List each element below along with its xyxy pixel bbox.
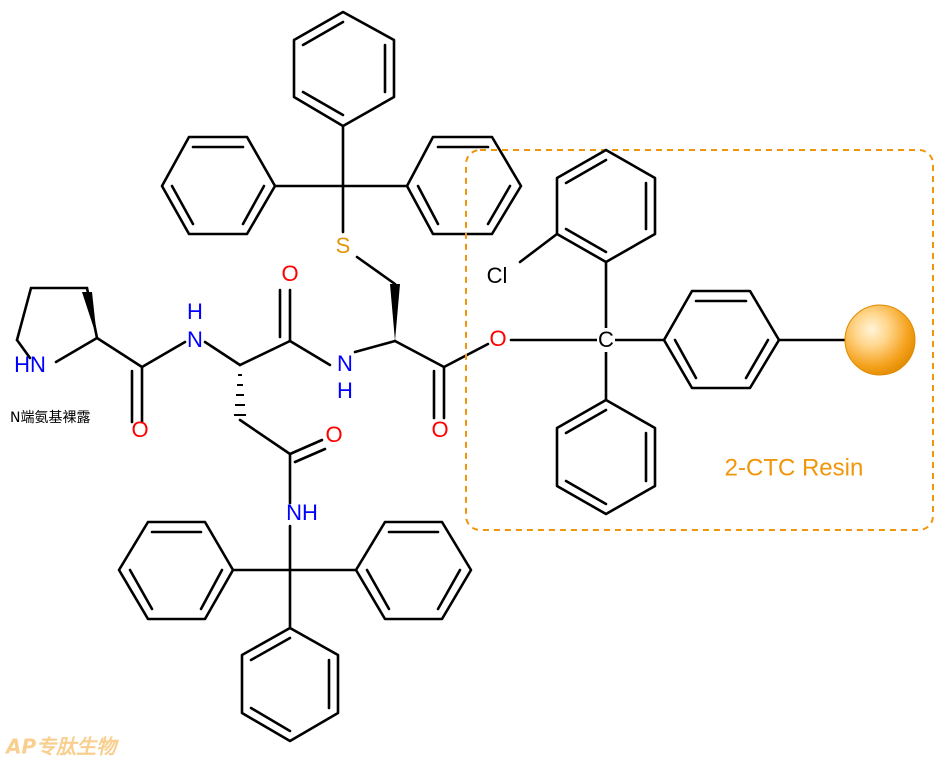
proline-carbonyl-oxygen: O xyxy=(131,417,148,442)
cys-carbonyl-oxygen: O xyxy=(431,417,448,442)
para-phenylene-ring xyxy=(662,289,781,390)
central-carbon: C xyxy=(598,327,614,352)
chlorine-atom: Cl xyxy=(487,263,508,288)
side-chain-oxygen: O xyxy=(325,422,342,447)
chlorotrityl-linker xyxy=(509,148,850,516)
ester-oxygen: O xyxy=(489,326,506,351)
asparagine-residue xyxy=(203,288,332,505)
phenyl-ring-bottom-right xyxy=(354,520,473,621)
phenyl-ring-bottom xyxy=(240,626,340,743)
phenyl-ring-top xyxy=(292,10,396,128)
n-terminal-note: N端氨基裸露 xyxy=(10,409,90,426)
asn-amide-h: H xyxy=(187,299,203,324)
hashed-wedge-asn xyxy=(234,374,246,416)
proline-nh: HN xyxy=(14,352,46,377)
trityl-group-sulfur xyxy=(160,10,523,236)
watermark-logo: AP专肽生物 xyxy=(4,735,119,759)
resin-label: 2-CTC Resin xyxy=(725,454,864,481)
phenyl-ring-left xyxy=(160,135,277,236)
phenyl-ring-lower xyxy=(555,398,657,516)
side-chain-nh: NH xyxy=(286,500,318,525)
phenyl-ring-right xyxy=(405,135,523,236)
cys-amide-h: H xyxy=(337,378,353,403)
asn-carbonyl-oxygen: O xyxy=(281,261,298,286)
sulfur-atom: S xyxy=(336,233,351,258)
trityl-group-amide xyxy=(117,520,473,743)
cysteine-residue xyxy=(353,255,490,420)
chlorophenyl-ring xyxy=(555,148,657,264)
phenyl-ring-bottom-left xyxy=(117,520,235,621)
proline-residue xyxy=(15,286,187,424)
asn-amide-n: N xyxy=(187,327,203,352)
cys-amide-n: N xyxy=(337,351,353,376)
resin-bead xyxy=(844,304,916,376)
